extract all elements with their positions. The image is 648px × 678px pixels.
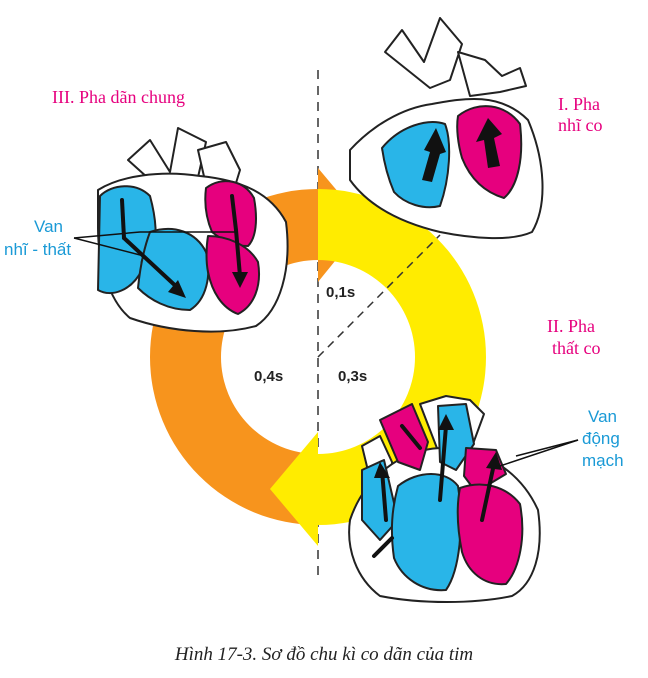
av-valve-label-line1: Van <box>34 217 63 236</box>
duration-ventricular: 0,3s <box>338 368 368 385</box>
phase-ventricular-label-line2: thất co <box>552 338 601 358</box>
av-valve-pointers <box>73 231 238 257</box>
heart-atrial-systole <box>349 17 544 240</box>
semilunar-valve-label-line1: Van <box>588 407 617 426</box>
duration-atrial: 0,1s <box>326 284 356 301</box>
phase-split-line <box>317 234 441 358</box>
heart-relaxation <box>97 127 289 333</box>
arrows-relaxation <box>120 194 248 298</box>
phase-relaxation-label: III. Pha dãn chung <box>52 87 185 107</box>
arrows-atrial-systole <box>422 118 502 182</box>
phase-atrial-label-line2: nhĩ co <box>558 115 603 135</box>
figure-caption: Hình 17-3. Sơ đồ chu kì co dãn của tim <box>174 644 474 665</box>
duration-relaxation: 0,4s <box>254 368 284 385</box>
semilunar-valve-label-line3: mạch <box>582 451 624 470</box>
systole-arrowhead <box>270 432 318 546</box>
phase-atrial-label-line1: I. Pha <box>558 94 600 114</box>
semilunar-valve-pointers <box>493 439 579 469</box>
phase-ventricular-label-line1: II. Pha <box>547 316 595 336</box>
arrows-ventricular-systole <box>372 414 502 558</box>
semilunar-valve-label-line2: động <box>582 429 620 448</box>
av-valve-label-line2: nhĩ - thất <box>4 240 72 259</box>
